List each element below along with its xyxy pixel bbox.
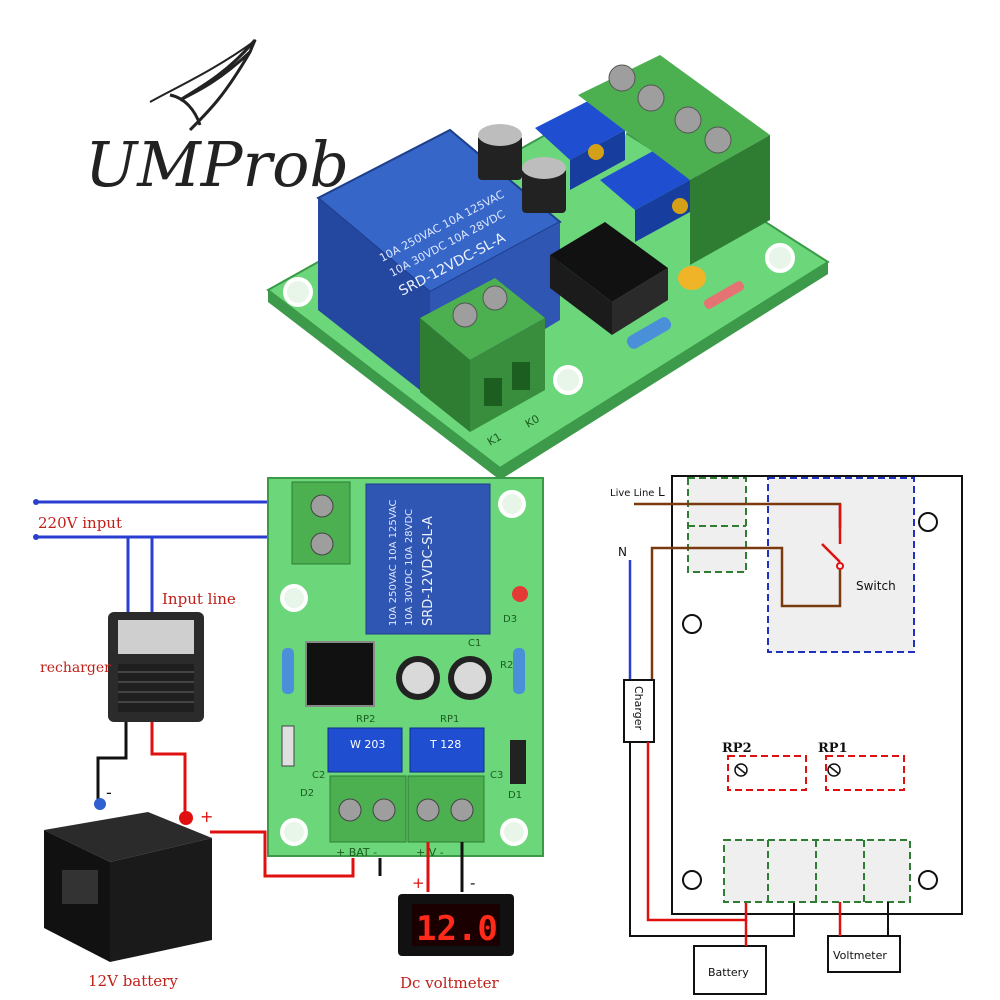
voltmeter-box — [827, 935, 901, 973]
label-d3: D3 — [503, 614, 517, 625]
schematic: Switch Live Line L N Charger RP2 RP1 — [610, 475, 963, 995]
terminal-label-k0: K0 — [523, 412, 542, 430]
rp2-outline — [727, 755, 807, 791]
output-terminal-outline — [723, 839, 911, 903]
recharger-label: recharger — [40, 660, 111, 676]
terminal-label-k1: K1 — [485, 430, 504, 448]
voltmeter-label: Voltmeter — [833, 949, 887, 962]
label-d1: D1 — [508, 790, 522, 801]
pot-text-rp1: T 128 — [429, 738, 461, 751]
terminal-block-large — [578, 55, 770, 265]
mount-hole — [280, 584, 308, 612]
battery-board-positive-wire — [210, 830, 355, 878]
label-bat: + BAT - — [336, 846, 377, 859]
mount-hole — [553, 365, 583, 395]
rp1-label: RP1 — [818, 741, 848, 756]
label-rp2: RP2 — [356, 714, 375, 725]
mount-hole — [498, 490, 526, 518]
label-v: + V - — [416, 846, 444, 859]
capacitor — [522, 157, 566, 213]
battery-label: Battery — [708, 966, 749, 979]
switch-blade — [821, 543, 841, 563]
label-rp1: RP1 — [440, 714, 459, 725]
relay-front — [318, 198, 430, 398]
battery-plus: + — [200, 807, 213, 826]
voltmeter-minus: - — [470, 874, 475, 892]
led-d3 — [512, 586, 528, 602]
potentiometer-rp1 — [409, 727, 485, 773]
pcb-edge — [268, 290, 500, 480]
input-line-label: Input line — [162, 590, 236, 608]
resistor-r1 — [282, 648, 294, 694]
voltmeter-plus: + — [412, 874, 425, 892]
charger-negative-wire — [96, 722, 128, 806]
mount-hole — [918, 870, 938, 890]
diode-d1 — [510, 740, 526, 784]
potentiometer — [535, 100, 625, 190]
label-c3: C3 — [490, 770, 503, 781]
battery-box — [693, 945, 767, 995]
label-c2: C2 — [312, 770, 325, 781]
label-d2: D2 — [300, 788, 314, 799]
pcb-edge-right — [500, 262, 828, 480]
battery-minus: - — [106, 783, 112, 802]
neutral-letter: N — [618, 545, 627, 559]
ceramic-capacitor — [678, 266, 706, 290]
relay-text-2: 10A 30VDC 10A 28VDC — [404, 509, 415, 626]
charger-positive-wire — [150, 722, 187, 816]
relay — [365, 483, 491, 635]
voltmeter-reading: 12.0 — [416, 909, 498, 949]
mount-hole — [682, 614, 702, 634]
charger-box — [623, 679, 655, 743]
battery-label: 12V battery — [88, 972, 178, 990]
resistor — [626, 317, 672, 349]
diode — [703, 281, 745, 309]
brand-logo: UMProb — [85, 39, 349, 201]
feather-stroke-icon — [149, 39, 257, 103]
dc-voltmeter — [398, 894, 514, 956]
potentiometer — [600, 150, 690, 242]
switch-contact — [836, 562, 844, 570]
capacitor — [478, 124, 522, 180]
battery-12v — [44, 798, 212, 962]
mount-hole — [280, 818, 308, 846]
relay-text-3: SRD-12VDC-SL-A — [421, 516, 436, 626]
relay-module: 10A 250VAC 10A 125VAC 10A 30VDC 10A 28VD… — [267, 477, 544, 859]
supply-label: 220V input — [38, 514, 122, 532]
feather-icon — [169, 39, 257, 132]
potentiometer-rp2 — [327, 727, 403, 773]
pot-text-rp2: W 203 — [350, 738, 385, 751]
label-r2: R2 — [500, 660, 513, 671]
rp2-label: RP2 — [722, 741, 752, 756]
wiring-diagram: 220V input Input line recharger - + 12V … — [33, 477, 544, 992]
mount-hole — [918, 512, 938, 532]
diode-d2 — [281, 725, 295, 767]
brand-name: UMProb — [85, 128, 349, 201]
ic-chip — [305, 641, 375, 707]
resistor-r2 — [513, 648, 525, 694]
wire-end — [33, 534, 39, 540]
charger-positive-wire — [646, 742, 748, 922]
charger-label: Charger — [632, 686, 645, 730]
mount-hole — [682, 870, 702, 890]
live-letter: L — [658, 485, 665, 499]
recharger — [108, 612, 204, 722]
voltmeter-label: Dc voltmeter — [400, 974, 500, 992]
relay-text-1: 10A 250VAC 10A 125VAC — [388, 499, 399, 626]
live-line-label: Live Line — [610, 488, 654, 499]
label-c1: C1 — [468, 638, 481, 649]
switched-wire — [650, 546, 842, 680]
switch-label: Switch — [856, 579, 896, 593]
mount-hole — [283, 277, 313, 307]
charger-negative-wire — [629, 742, 795, 937]
wire-end — [33, 499, 39, 505]
mount-hole — [765, 243, 795, 273]
module-photo: 10A 250VAC 10A 125VAC 10A 30VDC 10A 28VD… — [266, 55, 830, 480]
mount-hole — [500, 818, 528, 846]
terminal-block-small — [420, 278, 545, 432]
ic-chip — [550, 222, 668, 335]
